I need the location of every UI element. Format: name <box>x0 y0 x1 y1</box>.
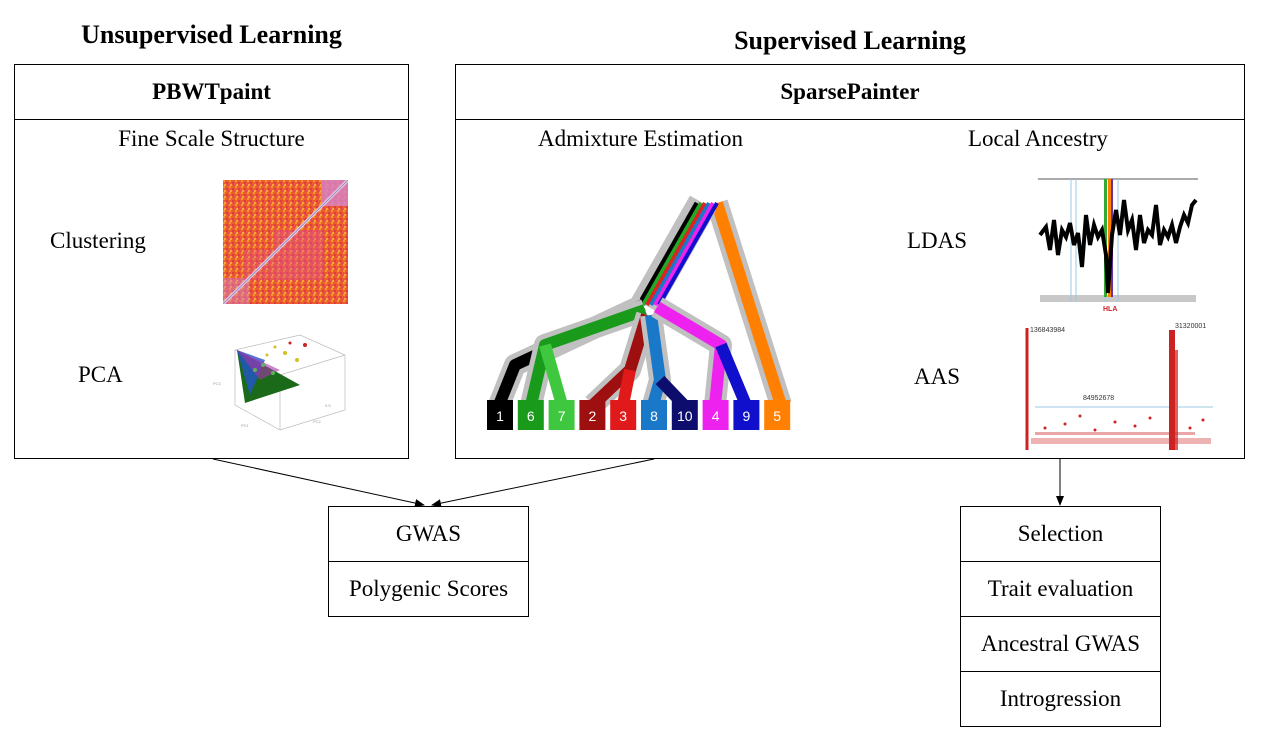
tree-leaf-label-9: 9 <box>743 408 751 424</box>
pbwtpaint-box: PBWTpaint <box>14 64 409 459</box>
sparsepainter-title: SparsePainter <box>456 65 1244 120</box>
tree-leaf-label-1: 1 <box>496 408 504 424</box>
tree-leaf-box-6 <box>517 400 544 430</box>
tree-leaf-label-3: 3 <box>619 408 627 424</box>
tree-leaf-label-2: 2 <box>589 408 597 424</box>
tree-leaf-box-2 <box>579 400 606 430</box>
tree-leaf-box-8 <box>641 400 667 430</box>
tree-leaf-box-7 <box>548 400 575 430</box>
aas-label: AAS <box>914 364 961 389</box>
svg-text:PC1: PC1 <box>241 423 250 428</box>
supervised-heading: Supervised Learning <box>734 26 966 55</box>
gwas-output-box: GWAS Polygenic Scores <box>328 506 529 617</box>
tree-leaf-label-10: 10 <box>677 408 693 424</box>
tree-leaf-box-4 <box>702 400 729 430</box>
arrow-pbwtpaint-to-gwas <box>212 458 425 507</box>
tree-leaf-label-6: 6 <box>527 408 535 424</box>
arrow-sparsepainter-to-gwas <box>431 458 655 508</box>
tree-leaf-label-5: 5 <box>773 408 781 424</box>
trait-evaluation-cell: Trait evaluation <box>961 561 1160 616</box>
introgression-cell: Introgression <box>961 671 1160 726</box>
aas-annotation-3: 31320001 <box>1175 323 1206 330</box>
aas-annotation-1: 136843984 <box>1030 327 1065 334</box>
svg-text:PC3: PC3 <box>213 381 222 386</box>
selection-cell: Selection <box>1017 521 1104 546</box>
tree-leaf-label-8: 8 <box>650 408 658 424</box>
tree-leaf-box-9 <box>733 400 760 430</box>
tree-leaf-box-3 <box>610 400 637 430</box>
tree-leaf-box-10 <box>671 400 698 430</box>
local-ancestry-label: Local Ancestry <box>968 126 1108 151</box>
pbwtpaint-title: PBWTpaint <box>15 65 408 120</box>
ldas-manhattan-image: HLA <box>1038 178 1198 313</box>
tree-leaf-box-1 <box>487 400 513 430</box>
aas-manhattan-image: 136843984 84952678 31320001 <box>1025 323 1213 450</box>
hla-label: HLA <box>1103 306 1117 313</box>
aas-annotation-2: 84952678 <box>1083 395 1114 402</box>
gwas-cell: GWAS <box>395 521 462 546</box>
selection-output-box: Selection Trait evaluation Ancestral GWA… <box>960 506 1161 727</box>
admixture-estimation-label: Admixture Estimation <box>538 126 744 151</box>
ancestral-gwas-cell: Ancestral GWAS <box>961 616 1160 671</box>
sparsepainter-box: SparsePainter <box>455 64 1245 459</box>
clustering-label: Clustering <box>50 228 146 253</box>
clustering-heatmap-image <box>223 180 348 304</box>
admixture-tree-image: 1 6 7 2 3 8 10 4 9 5 <box>487 195 792 430</box>
tree-leaf-label-4: 4 <box>712 408 720 424</box>
unsupervised-heading: Unsupervised Learning <box>81 20 342 49</box>
tree-leaf-label-7: 7 <box>558 408 566 424</box>
polygenic-scores-cell: Polygenic Scores <box>329 561 528 616</box>
svg-text:PC2: PC2 <box>313 419 322 424</box>
svg-text:0.5: 0.5 <box>325 403 331 408</box>
ldas-label: LDAS <box>907 228 968 253</box>
pca-label: PCA <box>78 362 123 387</box>
tree-leaf-box-5 <box>764 400 791 430</box>
fine-scale-structure-label: Fine Scale Structure <box>118 126 305 151</box>
